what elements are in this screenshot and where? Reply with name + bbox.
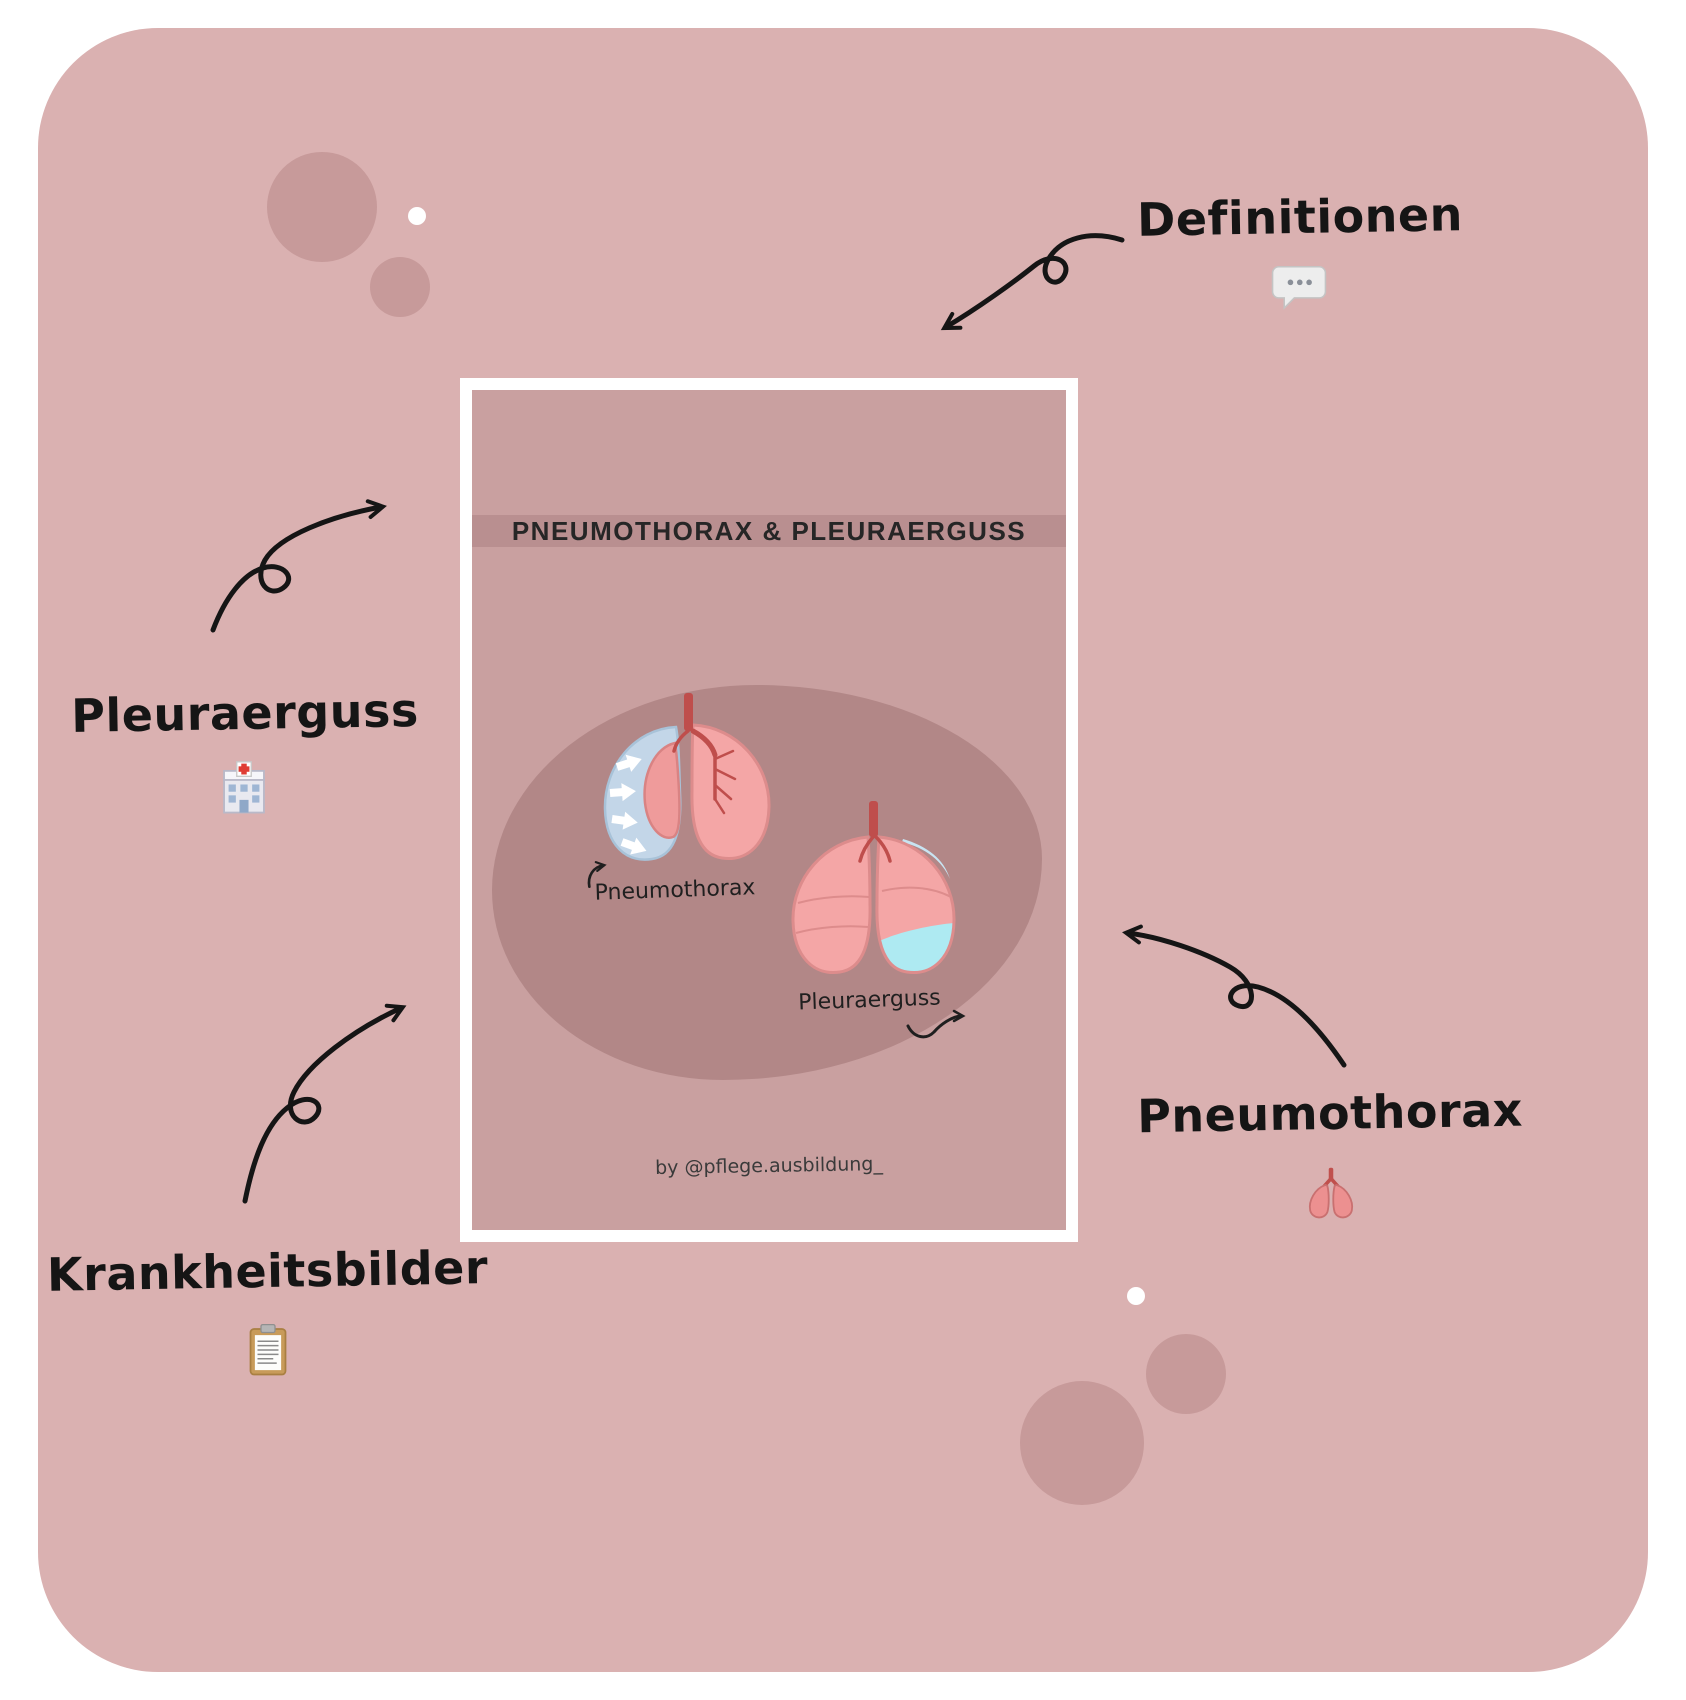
topic-pleuraerguss: Pleuraerguss xyxy=(45,683,445,743)
lungs-icon xyxy=(1302,1165,1360,1223)
topic-label-pleuraerguss: Pleuraerguss xyxy=(70,682,420,744)
curly-arrow-definitionen xyxy=(930,228,1130,348)
topic-label-krankheitsbilder: Krankheitsbilder xyxy=(46,1240,489,1302)
curly-arrow-krankheitsbilder xyxy=(233,996,413,1211)
topic-pneumothorax: Pneumothorax xyxy=(1110,1083,1550,1144)
pneumothorax-illustration xyxy=(572,685,807,890)
topic-label-pneumothorax: Pneumothorax xyxy=(1136,1082,1524,1144)
credit-handle: by @pflege.ausbildung_ xyxy=(654,1153,884,1179)
speech-balloon-icon xyxy=(1271,262,1327,312)
topic-label-definitionen: Definitionen xyxy=(1136,187,1464,247)
booklet-cover-card: PNEUMOTHORAX & PLEURAERGUSS xyxy=(460,378,1078,1242)
decor-dot xyxy=(408,207,426,225)
topic-krankheitsbilder: Krankheitsbilder xyxy=(35,1240,500,1302)
decor-circle xyxy=(1146,1334,1226,1414)
decor-circle xyxy=(370,257,430,317)
curly-arrow-pneumothorax-label xyxy=(584,860,616,892)
curly-arrow-pleuraerguss xyxy=(203,498,393,638)
decor-dot xyxy=(1127,1287,1145,1305)
title-band xyxy=(472,515,1066,547)
clipboard-icon xyxy=(240,1322,296,1378)
curly-arrow-pneumothorax xyxy=(1112,893,1352,1073)
topic-definitionen: Definitionen xyxy=(1080,187,1520,247)
card-title: PNEUMOTHORAX & PLEURAERGUSS xyxy=(511,516,1027,546)
pleuraerguss-illustration xyxy=(752,795,997,1010)
hospital-icon xyxy=(215,760,273,818)
decor-circle xyxy=(1020,1381,1144,1505)
curly-arrow-pleuraerguss-label xyxy=(902,1008,972,1048)
decor-circle xyxy=(267,152,377,262)
